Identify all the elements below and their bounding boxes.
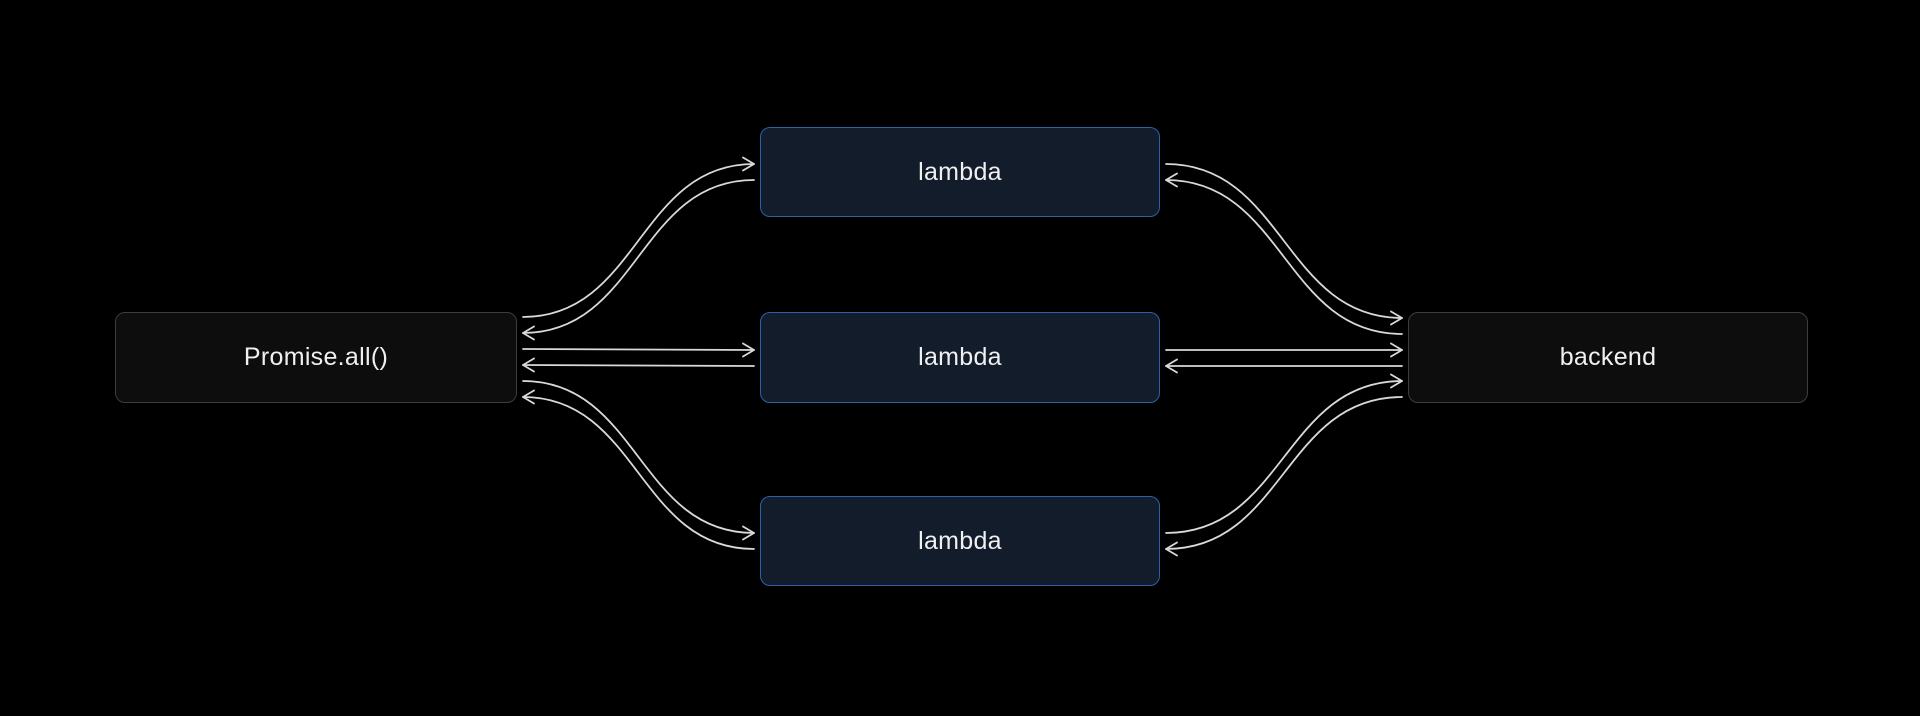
edge-line bbox=[522, 179, 755, 334]
edge-line bbox=[522, 348, 755, 351]
edge-backend-to-lambda3 bbox=[1165, 396, 1403, 557]
edge-line bbox=[522, 380, 755, 534]
edge-line bbox=[522, 364, 755, 367]
arrowhead-icon bbox=[1390, 373, 1403, 389]
arrowhead-icon bbox=[1390, 342, 1403, 358]
node-promise-all[interactable]: Promise.all() bbox=[115, 312, 517, 403]
node-lambda-2[interactable]: lambda bbox=[760, 312, 1160, 403]
edge-line bbox=[522, 396, 755, 550]
node-lambda-1-label: lambda bbox=[918, 157, 1002, 186]
arrowhead-icon bbox=[522, 357, 535, 373]
node-backend-label: backend bbox=[1559, 343, 1657, 371]
arrowhead-icon bbox=[1165, 541, 1178, 557]
arrowhead-icon bbox=[742, 342, 755, 358]
arrowhead-icon bbox=[1165, 172, 1178, 188]
arrowhead-icon bbox=[742, 156, 755, 172]
edge-promise-to-lambda2 bbox=[522, 342, 755, 358]
edge-lambda3-to-backend bbox=[1165, 373, 1403, 534]
edge-line bbox=[1165, 179, 1403, 335]
edge-line bbox=[1165, 396, 1403, 550]
edge-lambda2-to-promise bbox=[522, 357, 755, 373]
edge-lambda1-to-promise bbox=[522, 179, 755, 341]
edge-line bbox=[1165, 163, 1403, 319]
edge-lambda3-to-promise bbox=[522, 389, 755, 550]
arrowhead-icon bbox=[522, 389, 535, 405]
arrowhead-icon bbox=[522, 325, 535, 341]
arrowhead-icon bbox=[1390, 310, 1403, 326]
node-promise-all-label: Promise.all() bbox=[243, 343, 389, 371]
edge-promise-to-lambda1 bbox=[522, 156, 755, 318]
edge-promise-to-lambda3 bbox=[522, 380, 755, 541]
node-lambda-1[interactable]: lambda bbox=[760, 127, 1160, 217]
edge-line bbox=[1165, 380, 1403, 534]
edge-line bbox=[522, 163, 755, 318]
edge-lambda2-to-backend bbox=[1165, 342, 1403, 358]
arrowhead-icon bbox=[1165, 358, 1178, 374]
node-lambda-3-label: lambda bbox=[918, 526, 1002, 555]
arrowhead-icon bbox=[742, 525, 755, 541]
node-lambda-2-label: lambda bbox=[918, 343, 1002, 371]
edge-backend-to-lambda1 bbox=[1165, 172, 1403, 335]
node-lambda-3[interactable]: lambda bbox=[760, 496, 1160, 586]
edge-lambda1-to-backend bbox=[1165, 163, 1403, 326]
edge-backend-to-lambda2 bbox=[1165, 358, 1403, 374]
node-backend[interactable]: backend bbox=[1408, 312, 1808, 403]
